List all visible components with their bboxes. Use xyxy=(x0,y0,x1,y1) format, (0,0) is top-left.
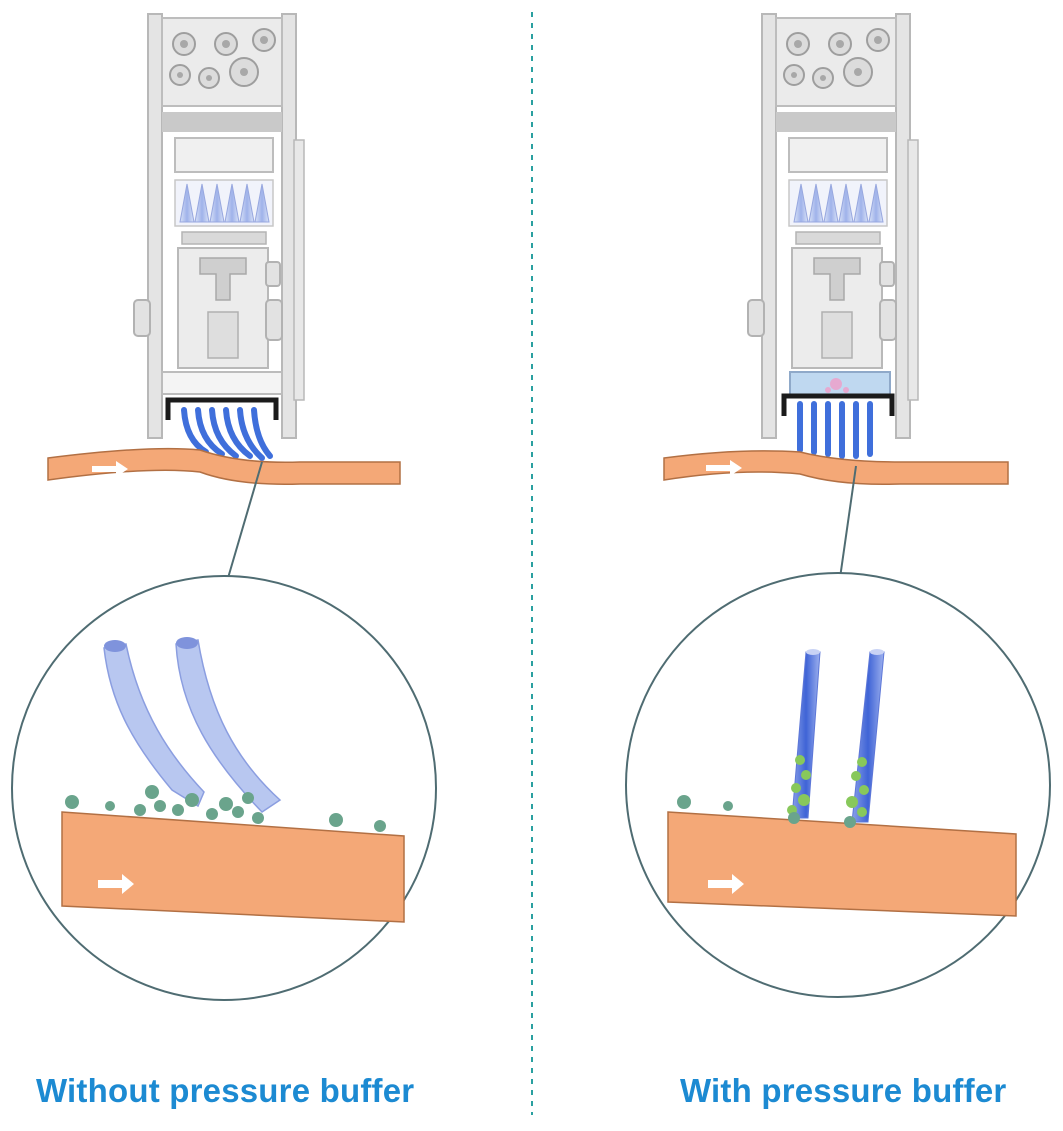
conveyor-arrow-icon xyxy=(92,461,128,477)
left-frame-rail-left xyxy=(147,13,163,439)
particles-left xyxy=(65,785,386,832)
conveyor-arrow-icon xyxy=(706,460,742,476)
right-magnifier xyxy=(625,465,1051,998)
caption-without-buffer: Without pressure buffer xyxy=(36,1072,415,1109)
particles-captured xyxy=(787,755,869,817)
right-spring-array xyxy=(788,179,888,227)
brush-head-icon xyxy=(165,397,279,461)
magnifier-circle-icon xyxy=(11,575,437,1001)
left-magnifier xyxy=(11,461,437,1001)
particles-right xyxy=(677,795,856,828)
left-spring-array xyxy=(174,179,274,227)
right-frame-rail-left xyxy=(761,13,777,439)
left-belt xyxy=(47,447,401,485)
right-belt xyxy=(663,450,1009,486)
magnifier-circle-icon xyxy=(625,572,1051,998)
left-machine xyxy=(47,13,401,485)
caption-with-buffer: With pressure buffer xyxy=(680,1072,1007,1109)
right-machine xyxy=(663,13,1009,486)
brush-head-icon xyxy=(781,393,895,459)
